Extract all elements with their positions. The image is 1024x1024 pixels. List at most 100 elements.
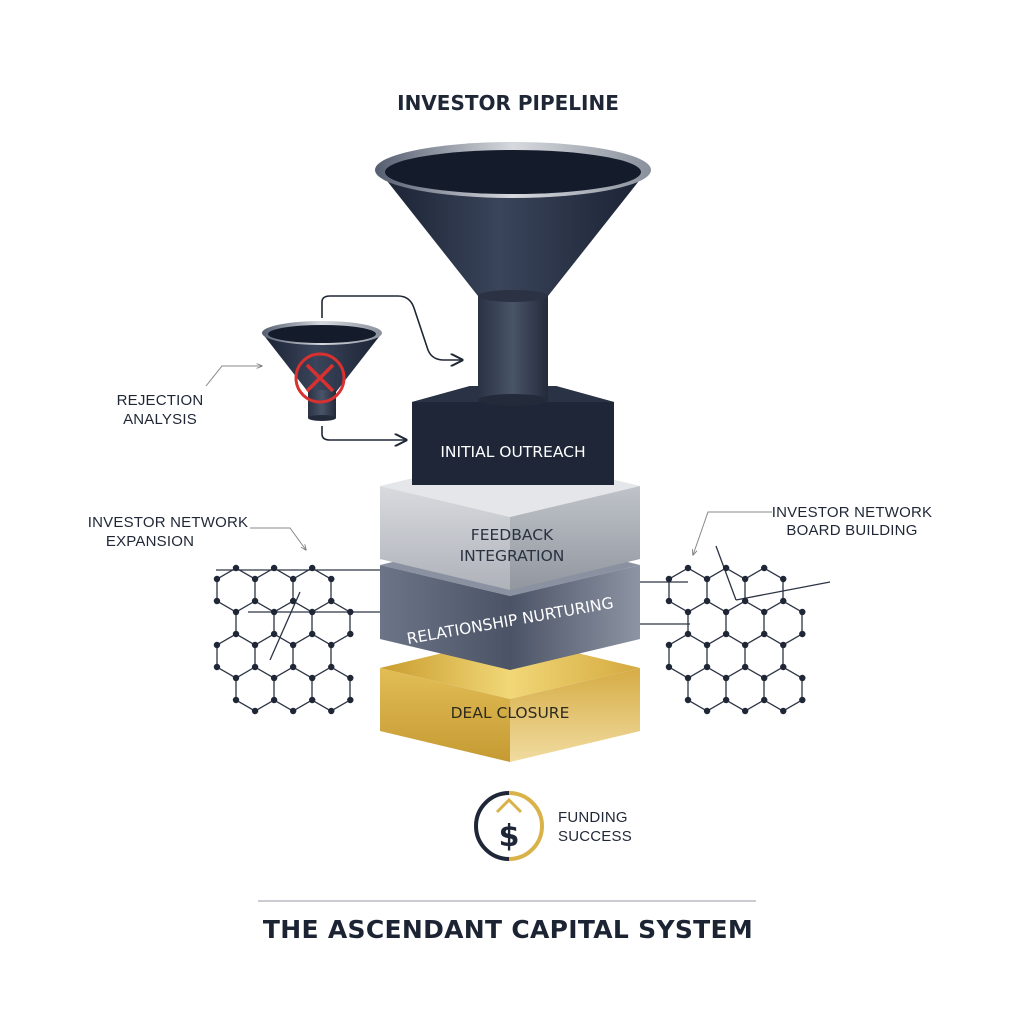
funding-label-line1: FUNDING xyxy=(558,809,628,826)
network-link xyxy=(668,633,689,646)
network-node xyxy=(722,630,730,638)
network-node xyxy=(722,696,730,704)
pipeline-title: INVESTOR PIPELINE xyxy=(397,91,619,115)
network-right-leader-line xyxy=(693,511,772,555)
network-right-label-line1: INVESTOR NETWORK xyxy=(772,504,932,521)
network-link xyxy=(330,699,351,712)
network-node xyxy=(780,597,787,605)
network-node xyxy=(251,663,259,671)
network-link xyxy=(706,699,727,712)
network-node xyxy=(347,608,354,616)
rejection-leader-line xyxy=(205,366,262,387)
network-link xyxy=(687,600,708,613)
network-link xyxy=(254,666,275,679)
stage-label-deal-closure: DEAL CLOSURE xyxy=(451,704,570,722)
network-link xyxy=(744,633,765,646)
network-link xyxy=(725,666,746,679)
network-link xyxy=(292,699,313,712)
network-link xyxy=(254,633,275,646)
network-node xyxy=(289,707,297,715)
network-node xyxy=(232,696,240,704)
network-node xyxy=(347,696,354,704)
network-node xyxy=(665,597,673,605)
network-node xyxy=(741,663,749,671)
network-node xyxy=(741,707,749,715)
network-node xyxy=(289,641,297,649)
network-link xyxy=(782,666,803,679)
network-node xyxy=(761,608,768,616)
network-link xyxy=(292,600,313,613)
funnel-icon xyxy=(375,142,651,406)
network-node xyxy=(232,630,240,638)
network-right-label-line2: BOARD BUILDING xyxy=(786,522,917,539)
network-link xyxy=(706,633,727,646)
network-node xyxy=(213,663,221,671)
network-node xyxy=(232,608,240,616)
network-node xyxy=(780,663,787,671)
network-node xyxy=(665,575,673,583)
network-link xyxy=(725,699,746,712)
network-link xyxy=(235,699,256,712)
network-node xyxy=(251,575,259,583)
network-link xyxy=(330,633,351,646)
network-link xyxy=(744,567,765,580)
network-link xyxy=(292,633,313,646)
network-link xyxy=(330,666,351,679)
network-link xyxy=(687,699,708,712)
stage-relationship-nurturing: RELATIONSHIP NURTURING xyxy=(380,534,640,670)
network-node xyxy=(722,674,730,682)
network-node xyxy=(684,674,692,682)
arrow-to-initial-outreach xyxy=(321,426,406,440)
network-node xyxy=(741,641,749,649)
network-link xyxy=(687,567,708,580)
network-link xyxy=(744,666,765,679)
network-node xyxy=(703,707,711,715)
network-link xyxy=(725,567,746,580)
network-link xyxy=(216,600,237,613)
network-node xyxy=(761,696,768,704)
network-link xyxy=(273,666,294,679)
network-link xyxy=(668,567,689,580)
rejection-label-line1: REJECTION xyxy=(117,392,204,409)
investor-network-right xyxy=(640,545,831,715)
network-link xyxy=(687,633,708,646)
network-node xyxy=(684,630,692,638)
network-link xyxy=(763,600,784,613)
network-link xyxy=(311,666,332,679)
network-node xyxy=(309,608,316,616)
network-left-label-line1: INVESTOR NETWORK xyxy=(88,514,248,531)
network-link xyxy=(216,666,237,679)
network-node xyxy=(703,641,711,649)
network-node xyxy=(251,597,259,605)
network-link xyxy=(715,545,737,601)
network-node xyxy=(309,674,316,682)
network-link xyxy=(763,666,784,679)
network-link xyxy=(235,633,256,646)
network-left-label-line2: EXPANSION xyxy=(106,533,194,550)
network-link xyxy=(292,666,313,679)
network-link xyxy=(273,699,294,712)
network-node xyxy=(722,608,730,616)
network-link xyxy=(744,699,765,712)
network-link xyxy=(735,581,831,601)
network-node xyxy=(761,564,768,572)
network-link xyxy=(706,567,727,580)
network-node xyxy=(684,564,692,572)
network-node xyxy=(703,575,711,583)
network-node xyxy=(270,674,278,682)
stage-label-initial-outreach: INITIAL OUTREACH xyxy=(440,443,585,461)
network-link xyxy=(725,633,746,646)
network-link xyxy=(273,600,294,613)
network-node xyxy=(799,608,806,616)
network-node xyxy=(328,641,335,649)
network-link xyxy=(744,600,765,613)
network-link xyxy=(782,633,803,646)
network-node xyxy=(665,663,673,671)
network-link xyxy=(254,600,275,613)
network-node xyxy=(703,597,711,605)
network-node xyxy=(328,663,335,671)
network-link xyxy=(763,567,784,580)
investor-network-left xyxy=(213,564,380,715)
funding-label-line2: SUCCESS xyxy=(558,828,632,845)
